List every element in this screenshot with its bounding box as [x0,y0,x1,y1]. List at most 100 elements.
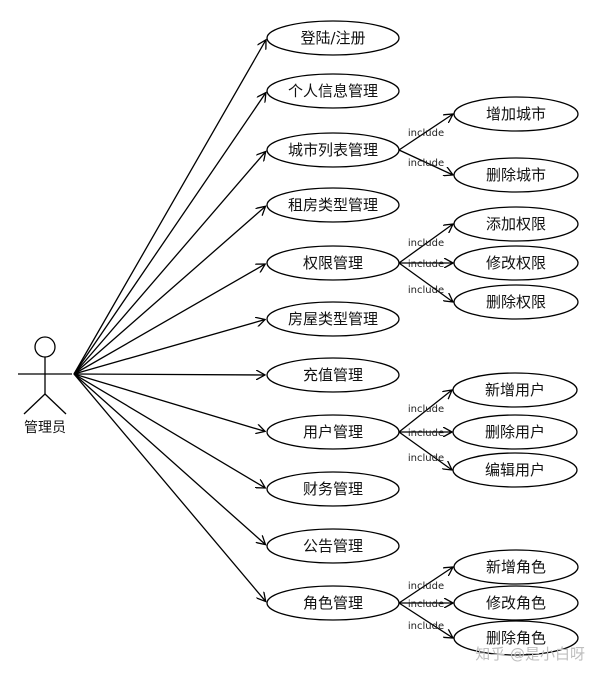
sub-use-case: 新增角色 [453,549,579,585]
actor-head [34,336,56,358]
use-case-label: 权限管理 [303,254,363,272]
include-label: include [408,621,444,632]
include-label: include [408,599,444,610]
include-label: include [408,128,444,139]
sub-use-case-ellipse [452,452,578,488]
sub-use-case-ellipse [453,245,579,281]
include-label: include [408,259,444,270]
sub-use-case-label: 编辑用户 [485,461,545,479]
association-line [73,373,266,545]
include-line [398,431,452,470]
use-case-ellipse [266,187,400,223]
use-case-ellipse [266,132,400,168]
include-line [398,224,453,264]
include-line [398,114,453,151]
association-line [73,320,265,375]
use-case-ellipse [266,414,400,450]
use-case-ellipse [266,471,400,507]
actor-stick-figure: 管理员 [18,336,72,436]
association-line [73,373,266,601]
sub-use-case-label: 删除角色 [486,629,546,647]
sub-use-case-label: 修改权限 [486,254,546,272]
sub-use-case: 删除城市 [453,157,579,193]
include-label: include [408,581,444,592]
use-case-label: 房屋类型管理 [288,310,378,328]
use-case-label: 角色管理 [303,594,363,612]
sub-use-case-label: 修改角色 [486,594,546,612]
use-case-label: 租房类型管理 [288,196,378,214]
use-case-label: 财务管理 [303,480,363,498]
use-case-label: 用户管理 [303,423,363,441]
association-line [73,206,265,375]
sub-use-case: 修改权限 [453,245,579,281]
include-label: include [408,453,444,464]
include-label: include [408,404,444,415]
use-case-ellipse [266,245,400,281]
use-case-ellipse [266,20,400,56]
include-label: include [408,238,444,249]
actor-right-leg [44,393,67,415]
actor-label: 管理员 [24,420,66,436]
use-case-11: 角色管理 [266,585,400,621]
include-line [398,149,453,175]
include-label: include [408,158,444,169]
sub-use-case-ellipse [453,96,579,132]
sub-use-case: 增加城市 [453,96,579,132]
use-case-6: 房屋类型管理 [266,301,400,337]
sub-use-case: 删除权限 [453,284,579,320]
association-line [73,152,266,375]
use-case-10: 公告管理 [266,528,400,564]
use-case-7: 充值管理 [266,357,400,393]
sub-use-case-label: 添加权限 [486,215,546,233]
sub-use-case-ellipse [453,284,579,320]
association-line [73,373,265,488]
use-case-1: 登陆/注册 [266,20,400,56]
sub-use-case: 修改角色 [453,585,579,621]
sub-use-case-ellipse [452,414,578,450]
use-case-3: 城市列表管理 [266,132,400,168]
sub-use-case-ellipse [452,372,578,408]
association-line [73,93,266,375]
include-line [398,567,453,604]
use-case-ellipse [266,585,400,621]
association-line [73,40,266,375]
sub-use-case-ellipse [453,585,579,621]
use-case-2: 个人信息管理 [266,73,400,109]
association-lines [73,40,453,638]
use-case-label: 城市列表管理 [288,141,378,159]
sub-use-case-ellipse [453,549,579,585]
use-case-ellipse [266,528,400,564]
use-case-label: 个人信息管理 [288,82,378,100]
watermark-text: 知乎 @是小白呀 [475,645,585,663]
sub-use-case: 删除用户 [452,414,578,450]
sub-use-case: 编辑用户 [452,452,578,488]
sub-use-case-ellipse [453,206,579,242]
association-line [73,373,265,431]
include-line [398,262,453,302]
include-line [398,602,453,638]
include-line [398,390,452,433]
sub-use-case: 删除角色 [453,620,579,656]
use-case-4: 租房类型管理 [266,187,400,223]
use-case-ellipse [266,357,400,393]
use-case-ellipse [266,301,400,337]
sub-use-case-label: 新增用户 [485,381,545,399]
use-case-9: 财务管理 [266,471,400,507]
association-line [73,374,265,375]
use-case-label: 登陆/注册 [300,29,365,47]
sub-use-case: 添加权限 [453,206,579,242]
include-label: include [408,285,444,296]
use-case-8: 用户管理 [266,414,400,450]
sub-use-case-label: 删除用户 [485,423,545,441]
actor-left-leg [23,393,46,415]
sub-use-case: 新增用户 [452,372,578,408]
use-case-5: 权限管理 [266,245,400,281]
association-line [73,264,265,375]
include-label: include [408,428,444,439]
sub-use-case-label: 增加城市 [486,105,546,123]
use-case-label: 充值管理 [303,366,363,384]
sub-use-case-ellipse [453,157,579,193]
sub-use-case-label: 新增角色 [486,558,546,576]
